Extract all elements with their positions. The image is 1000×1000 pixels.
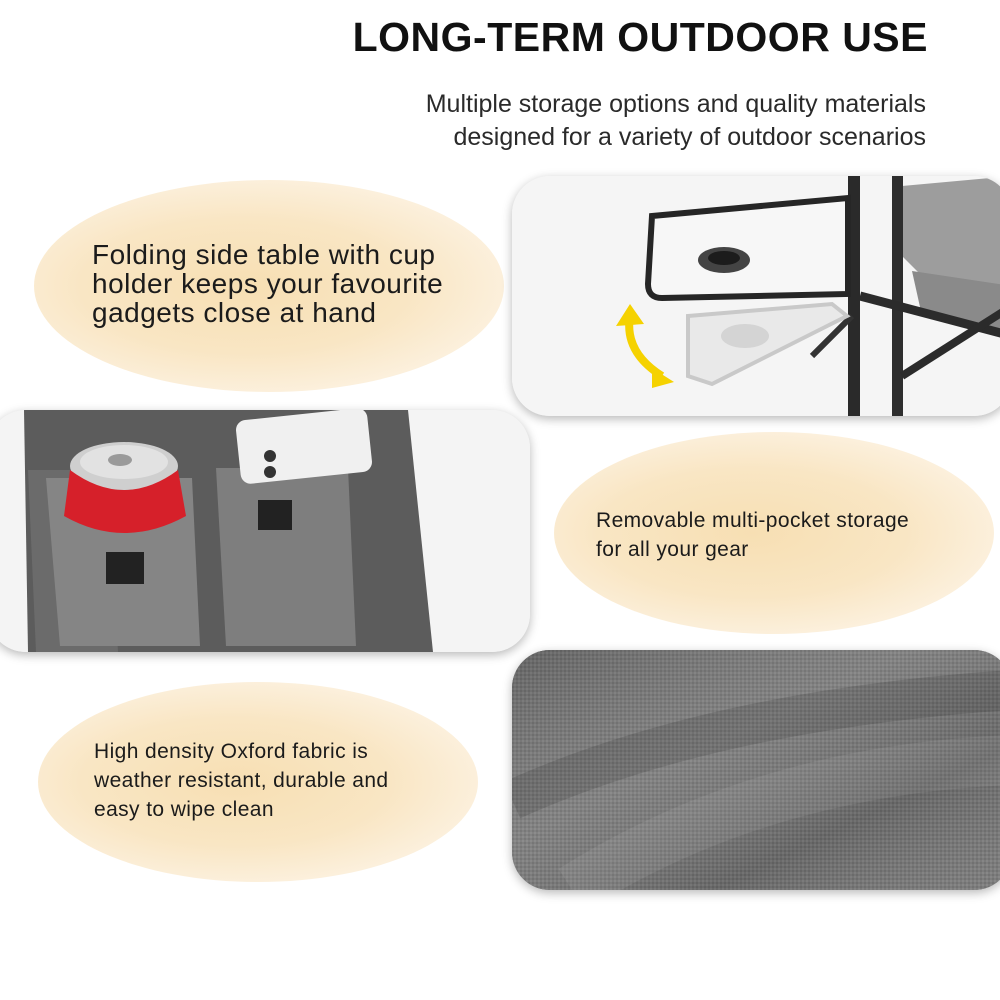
feature-3-line-1: High density Oxford fabric is bbox=[94, 740, 369, 763]
side-table-photo bbox=[512, 176, 1000, 416]
feature-1-line-1: Folding side table with cup bbox=[92, 239, 436, 270]
oxford-fabric-photo bbox=[512, 650, 1000, 890]
feature-text-side-table: Folding side table with cup holder keeps… bbox=[92, 240, 443, 327]
pocket-storage-photo bbox=[0, 410, 530, 652]
pocket-storage-illustration bbox=[0, 410, 530, 652]
feature-highlight-1 bbox=[34, 180, 504, 392]
feature-highlight-2 bbox=[554, 432, 994, 634]
feature-text-oxford-fabric: High density Oxford fabric is weather re… bbox=[94, 737, 389, 824]
feature-2-line-1: Removable multi-pocket storage bbox=[596, 509, 910, 532]
subtitle-line-1: Multiple storage options and quality mat… bbox=[425, 90, 926, 118]
feature-text-pocket-storage: Removable multi-pocket storage for all y… bbox=[596, 506, 909, 564]
side-table-illustration bbox=[512, 176, 1000, 416]
feature-3-line-2: weather resistant, durable and bbox=[94, 769, 389, 792]
fabric-texture-illustration bbox=[512, 650, 1000, 890]
subtitle-line-2: designed for a variety of outdoor scenar… bbox=[453, 123, 927, 151]
feature-3-line-3: easy to wipe clean bbox=[94, 798, 274, 821]
page-title: LONG-TERM OUTDOOR USE bbox=[352, 14, 928, 60]
feature-highlight-3 bbox=[38, 682, 478, 882]
feature-2-line-2: for all your gear bbox=[596, 538, 749, 561]
feature-1-line-3: gadgets close at hand bbox=[92, 297, 377, 328]
page-subtitle: Multiple storage options and quality mat… bbox=[286, 88, 926, 154]
feature-1-line-2: holder keeps your favourite bbox=[92, 268, 444, 299]
